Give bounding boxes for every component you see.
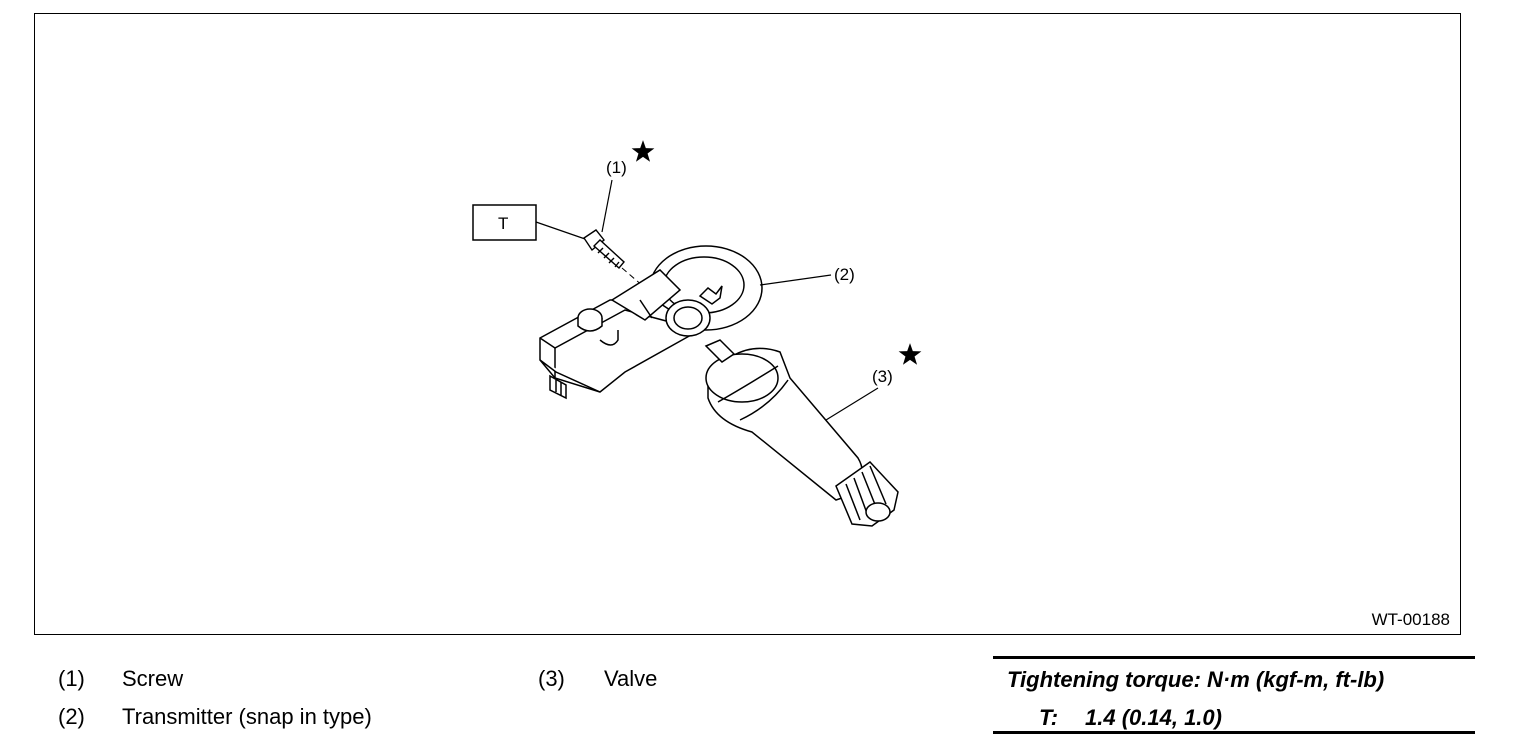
figure-id: WT-00188 [1371,610,1450,629]
valve-icon [704,339,899,527]
legend-number: (1) [58,666,85,691]
torque-value: 1.4 (0.14, 1.0) [1085,705,1222,730]
torque-callout-box [472,204,537,241]
torque-key: T: [1039,705,1059,730]
legend-number: (3) [538,666,565,691]
legend-label: Screw [122,666,184,691]
torque-callout-label: T [498,214,508,233]
transmitter-icon [539,245,763,400]
torque-spec-table: Tightening torque: N·m (kgf-m, ft-lb) T:… [993,656,1475,734]
star-icon [631,140,655,162]
star-icon [898,343,922,365]
torque-row: T: 1.4 (0.14, 1.0) [1039,705,1222,731]
legend-label: Transmitter (snap in type) [122,704,372,729]
legend-item-valve: (3) Valve [538,666,657,692]
legend-item-screw: (1) Screw [58,666,183,692]
callout-2: (2) [834,265,855,284]
callout-1: (1) [606,158,627,177]
torque-title: Tightening torque: N·m (kgf-m, ft-lb) [1007,667,1385,692]
legend-number: (2) [58,704,85,729]
callout-3: (3) [872,367,893,386]
legend-label: Valve [604,666,658,691]
figure-frame: WT-00188 [34,13,1461,635]
legend-item-transmitter: (2) Transmitter (snap in type) [58,704,372,730]
screw-icon [583,229,625,270]
